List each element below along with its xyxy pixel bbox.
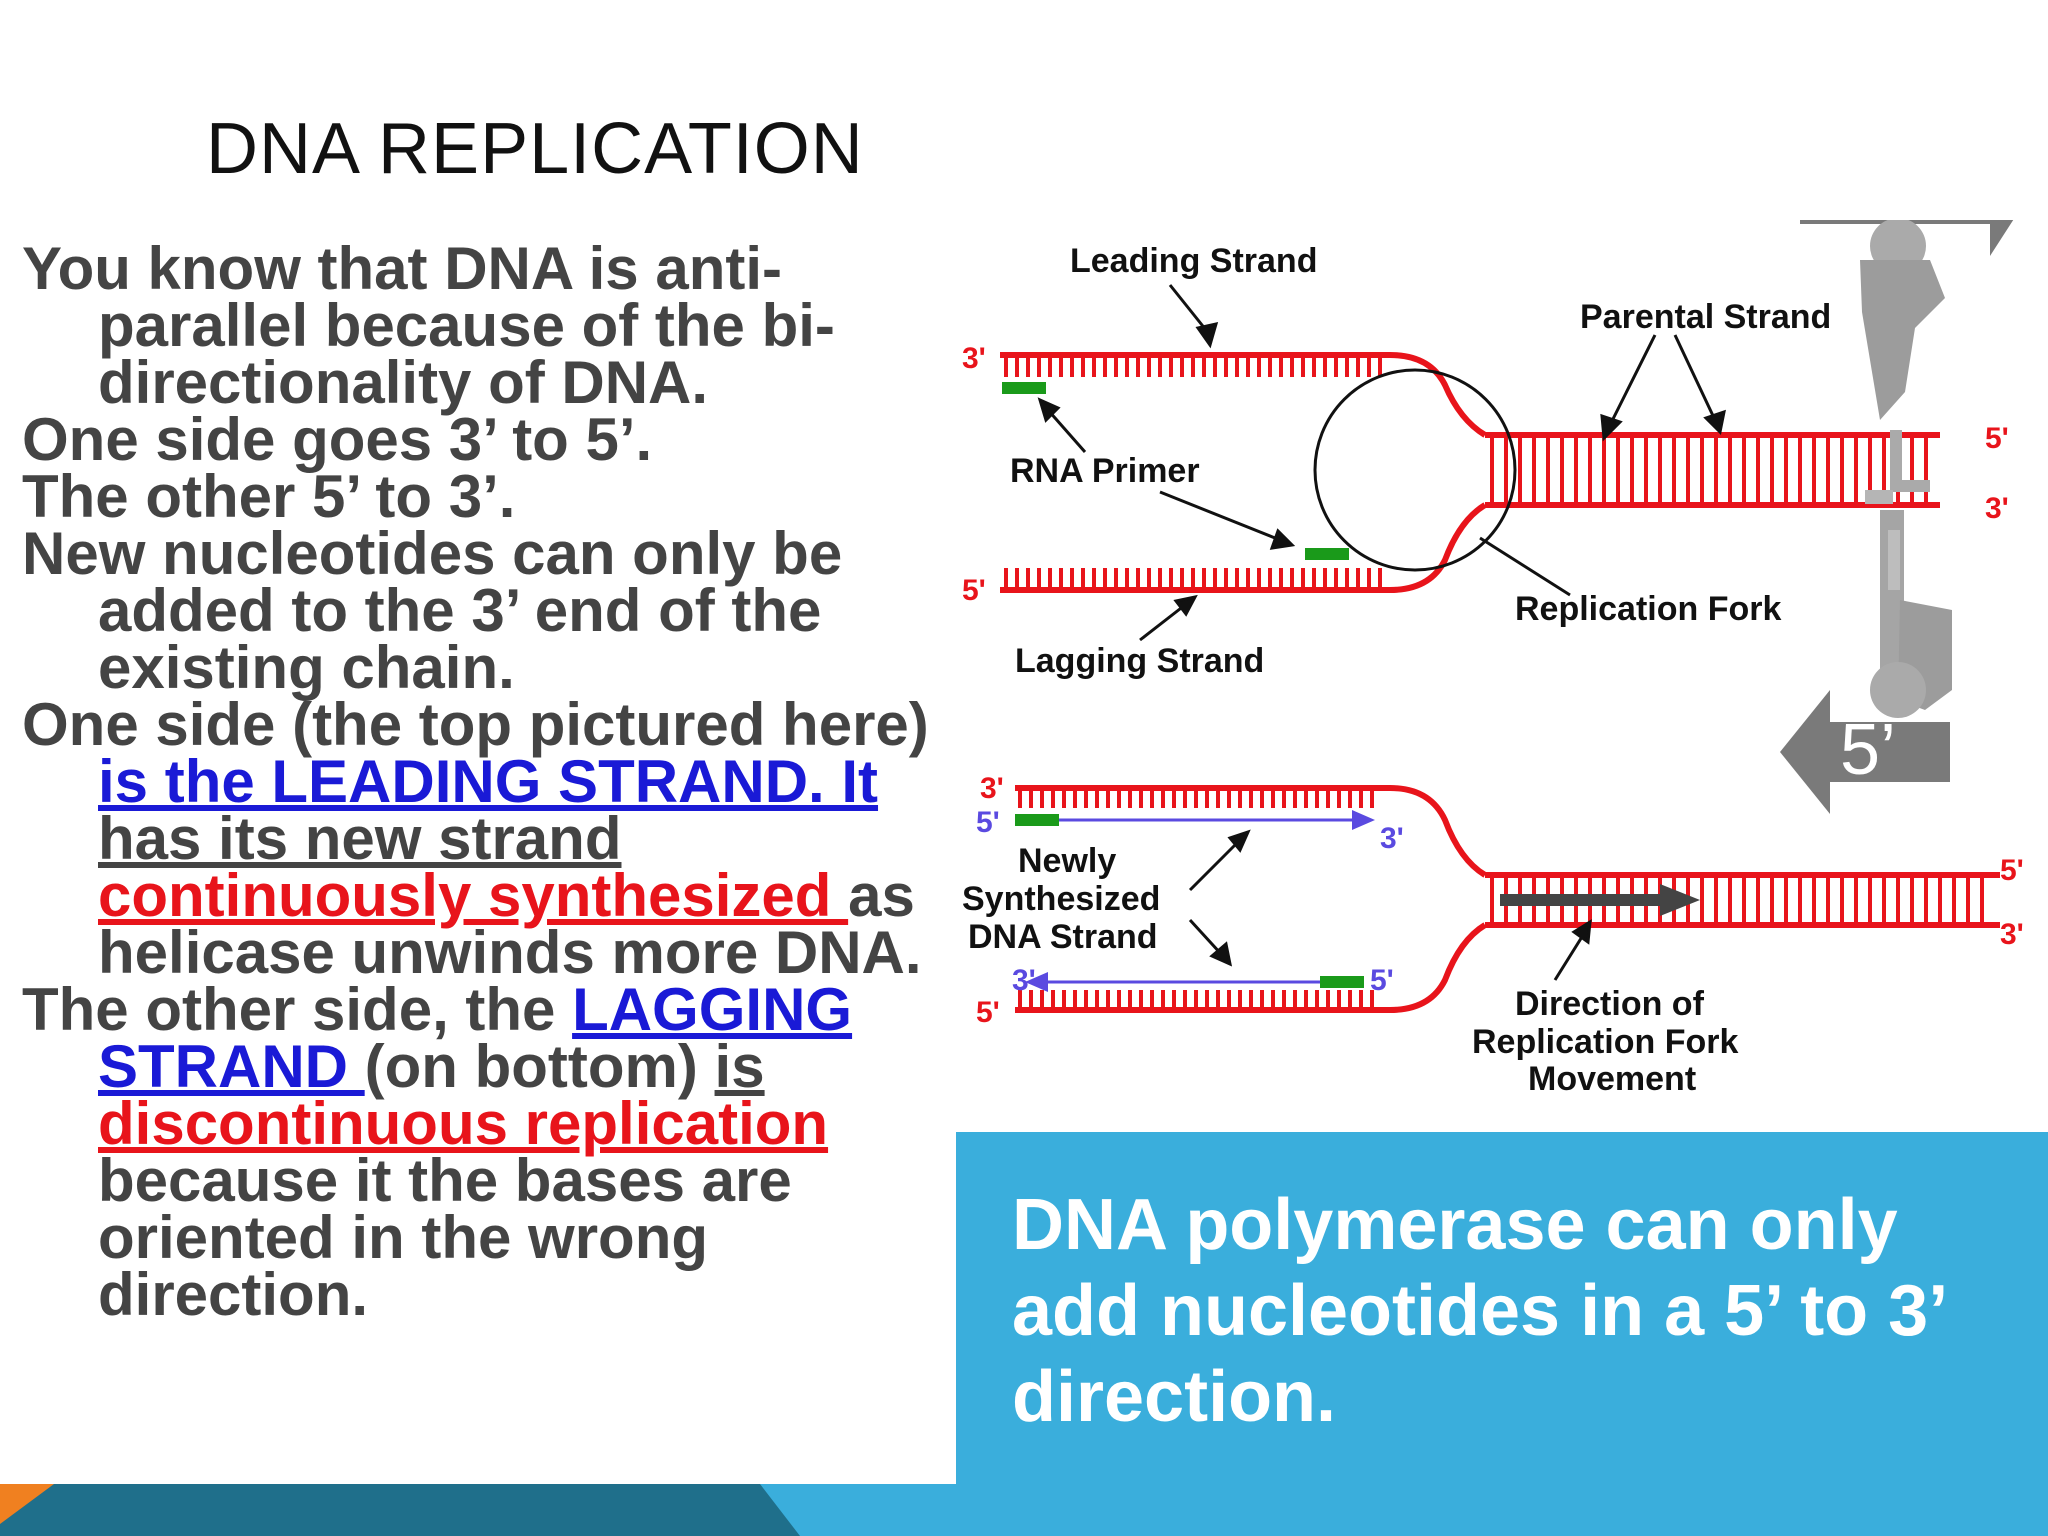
fork-direction-arrow bbox=[1660, 884, 1700, 916]
footer-bar bbox=[0, 1484, 2048, 1536]
bottom-parental-3: 3' bbox=[2000, 918, 2024, 951]
paragraph-3-to-5: One side goes 3’ to 5’. bbox=[22, 406, 653, 473]
lagging-is: is bbox=[714, 1033, 765, 1100]
bottom-diagram: 3' 5' 3' 3' 5' 5' 5' 3' Newly Synthesize… bbox=[962, 772, 2024, 1098]
label-movement: Movement bbox=[1528, 1060, 1696, 1098]
label-synthesized: Synthesized bbox=[962, 880, 1160, 918]
leading-mid: has its new strand bbox=[98, 805, 622, 872]
paragraph-leading: One side (the top pictured here) is the … bbox=[22, 695, 952, 983]
top-diagram: 3' 5' 5' 3' Leading Strand Parental Stra… bbox=[962, 242, 2009, 680]
callout-box: DNA polymerase can only add nucleotides … bbox=[956, 1132, 2048, 1504]
label-newly: Newly bbox=[1018, 842, 1116, 880]
replication-fork-circle bbox=[1313, 368, 1517, 572]
slide-title: DNA REPLICATION bbox=[206, 109, 864, 189]
parental-end-5: 5' bbox=[1985, 422, 2009, 455]
label-replication-fork: Replication Fork bbox=[1515, 590, 1781, 628]
lagging-strand-term: LAGGING STRAND bbox=[98, 976, 853, 1100]
lagging-mid: (on bottom) bbox=[364, 1033, 715, 1100]
helicase-graphic: 5’ 5’ bbox=[1780, 220, 2014, 814]
bottom-end-3c: 3' bbox=[1012, 964, 1036, 997]
leading-strand-term: is the LEADING STRAND. It bbox=[98, 748, 879, 815]
bottom-end-5b: 5' bbox=[1370, 964, 1394, 997]
arrow-top-head bbox=[1990, 220, 2014, 256]
bottom-end-5a: 5' bbox=[976, 806, 1000, 839]
label-direction-of: Direction of bbox=[1515, 985, 1705, 1023]
label-lagging-strand: Lagging Strand bbox=[1015, 642, 1264, 680]
paragraph-3-end: New nucleotides can only be added to the… bbox=[22, 520, 843, 701]
bottom-end-3b: 3' bbox=[1380, 822, 1404, 855]
label-replication-fork-2: Replication Fork bbox=[1472, 1023, 1738, 1061]
top-end-3: 3' bbox=[962, 342, 986, 375]
parental-end-3: 3' bbox=[1985, 492, 2009, 525]
primer-bottom-new bbox=[1320, 976, 1364, 988]
arrow-bottom-label: 5’ bbox=[1840, 710, 1896, 790]
bottom-parental-5: 5' bbox=[2000, 854, 2024, 887]
lagging-end: because it the bases are oriented in the… bbox=[98, 1147, 792, 1328]
label-parental-strand: Parental Strand bbox=[1580, 298, 1831, 336]
body-text: You know that DNA is anti-parallel becau… bbox=[22, 235, 952, 1325]
bottom-end-3a: 3' bbox=[980, 772, 1004, 805]
label-leading-strand: Leading Strand bbox=[1070, 242, 1317, 280]
leading-end: as helicase unwinds more DNA. bbox=[98, 862, 922, 986]
arrow-bottom-body bbox=[1830, 722, 1950, 782]
paragraph-lagging: The other side, the LAGGING STRAND (on b… bbox=[22, 980, 952, 1325]
label-rna-primer: RNA Primer bbox=[1010, 452, 1200, 490]
arrow-bottom-head bbox=[1780, 690, 1830, 814]
paragraph-5-to-3: The other 5’ to 3’. bbox=[22, 463, 516, 530]
rna-primer-bottom bbox=[1305, 548, 1349, 560]
top-end-5: 5' bbox=[962, 574, 986, 607]
rna-primer-top bbox=[1002, 382, 1046, 394]
discontinuous-replication-term: discontinuous replication bbox=[98, 1090, 829, 1157]
primer-top-new bbox=[1015, 814, 1059, 826]
leading-intro: One side (the top pictured here) bbox=[22, 691, 929, 758]
lagging-intro: The other side, the bbox=[22, 976, 573, 1043]
label-dna-strand: DNA Strand bbox=[968, 918, 1158, 956]
paragraph-antiparallel: You know that DNA is anti-parallel becau… bbox=[22, 235, 835, 416]
bottom-end-5c: 5' bbox=[976, 996, 1000, 1029]
continuously-synthesized-term: continuously synthesized bbox=[98, 862, 849, 929]
callout-text: DNA polymerase can only add nucleotides … bbox=[1012, 1185, 1945, 1437]
replication-diagram: 3' 5' 5' 3' Leading Strand Parental Stra… bbox=[962, 220, 2024, 1098]
